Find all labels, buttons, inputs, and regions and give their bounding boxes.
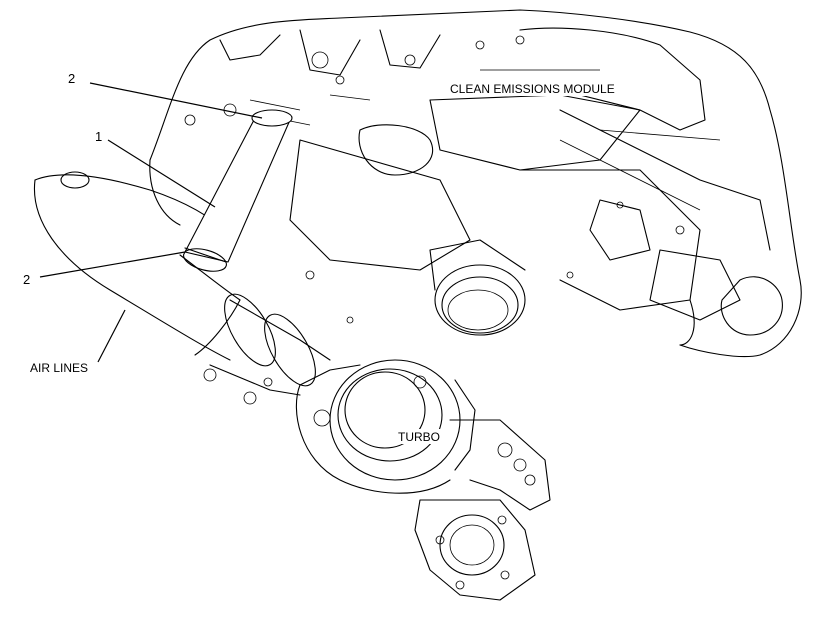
- leader-clamp-bottom: [39, 251, 186, 278]
- leader-tube: [107, 139, 216, 208]
- callout-tube: 1: [95, 129, 102, 144]
- turbo: [295, 359, 476, 494]
- leader-air-lines: [97, 309, 126, 363]
- leader-lines: [39, 82, 263, 363]
- clamp-top: [251, 109, 293, 127]
- exhaust-flange: [414, 419, 551, 601]
- label-clean-emissions-module: CLEAN EMISSIONS MODULE: [450, 82, 615, 96]
- engine-outlet: [429, 239, 526, 336]
- label-air-lines: AIR LINES: [30, 361, 88, 375]
- clamp-bottom: [183, 248, 227, 272]
- callout-clamp-top: 2: [68, 71, 75, 86]
- engine-block: [149, 9, 802, 358]
- leader-clamp-top: [89, 82, 263, 119]
- label-turbo: TURBO: [398, 430, 440, 444]
- callout-clamp-bottom: 2: [23, 272, 30, 287]
- tube: [183, 109, 293, 272]
